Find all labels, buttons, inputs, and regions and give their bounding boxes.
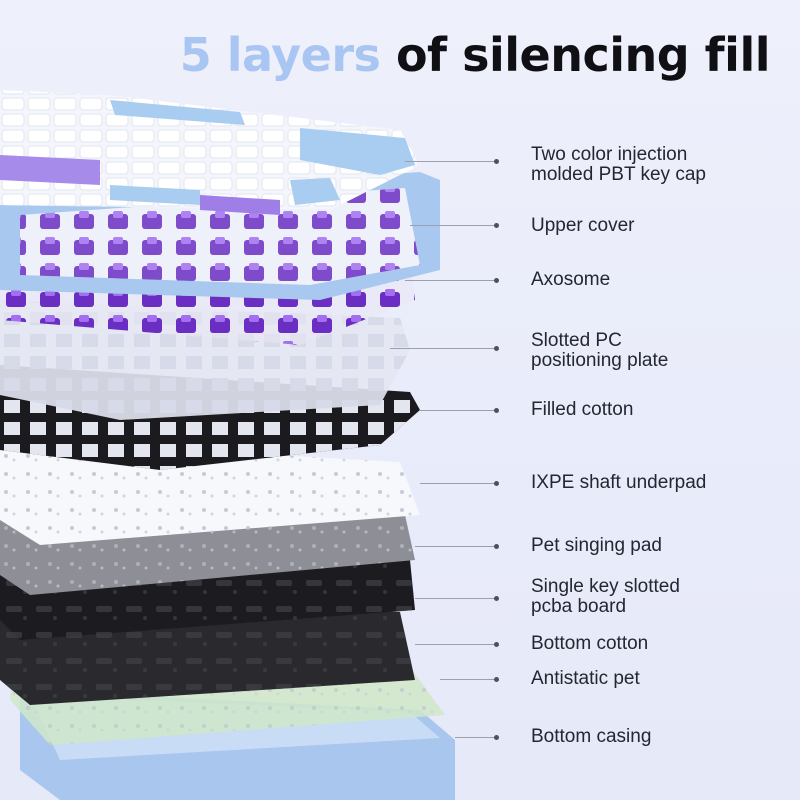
callout-line	[415, 546, 497, 547]
callout-line	[420, 410, 497, 411]
label-antistatic-pet: Antistatic pet	[531, 668, 640, 689]
callout-line	[440, 679, 497, 680]
callout-dot	[494, 481, 499, 486]
layer-ixpe-underpad	[0, 440, 420, 545]
callout-line	[405, 161, 497, 162]
callout-line	[410, 225, 497, 226]
callout-dot	[494, 346, 499, 351]
callout-dot	[494, 278, 499, 283]
label-upper-cover: Upper cover	[531, 215, 635, 236]
headline-accent: 5 layers	[179, 28, 381, 82]
label-bottom-casing: Bottom casing	[531, 726, 652, 747]
callout-dot	[494, 596, 499, 601]
callout-dot	[494, 642, 499, 647]
callout-line	[390, 348, 497, 349]
callout-dot	[494, 544, 499, 549]
label-pc-plate: Slotted PC positioning plate	[531, 330, 669, 371]
headline-main: of silencing fill	[395, 28, 771, 82]
label-bottom-cotton: Bottom cotton	[531, 633, 649, 654]
label-pet-singing-pad: Pet singing pad	[531, 535, 662, 556]
callout-dot	[494, 408, 499, 413]
layer-upper-cover	[0, 172, 440, 300]
callout-line	[405, 280, 497, 281]
callout-dot	[494, 677, 499, 682]
label-filled-cotton: Filled cotton	[531, 399, 634, 420]
callout-line	[415, 598, 497, 599]
label-pcba-board: Single key slotted pcba board	[531, 576, 680, 617]
callout-dot	[494, 223, 499, 228]
callout-dot	[494, 159, 499, 164]
callout-line	[455, 737, 497, 738]
label-pbt-keycap: Two color injection molded PBT key cap	[531, 144, 706, 185]
callout-line	[420, 483, 497, 484]
label-axosome: Axosome	[531, 269, 611, 290]
callout-line	[415, 644, 497, 645]
layer-keycaps	[0, 90, 420, 215]
label-ixpe-underpad: IXPE shaft underpad	[531, 472, 707, 493]
headline: 5 layers of silencing fill	[179, 28, 771, 82]
callout-dot	[494, 735, 499, 740]
